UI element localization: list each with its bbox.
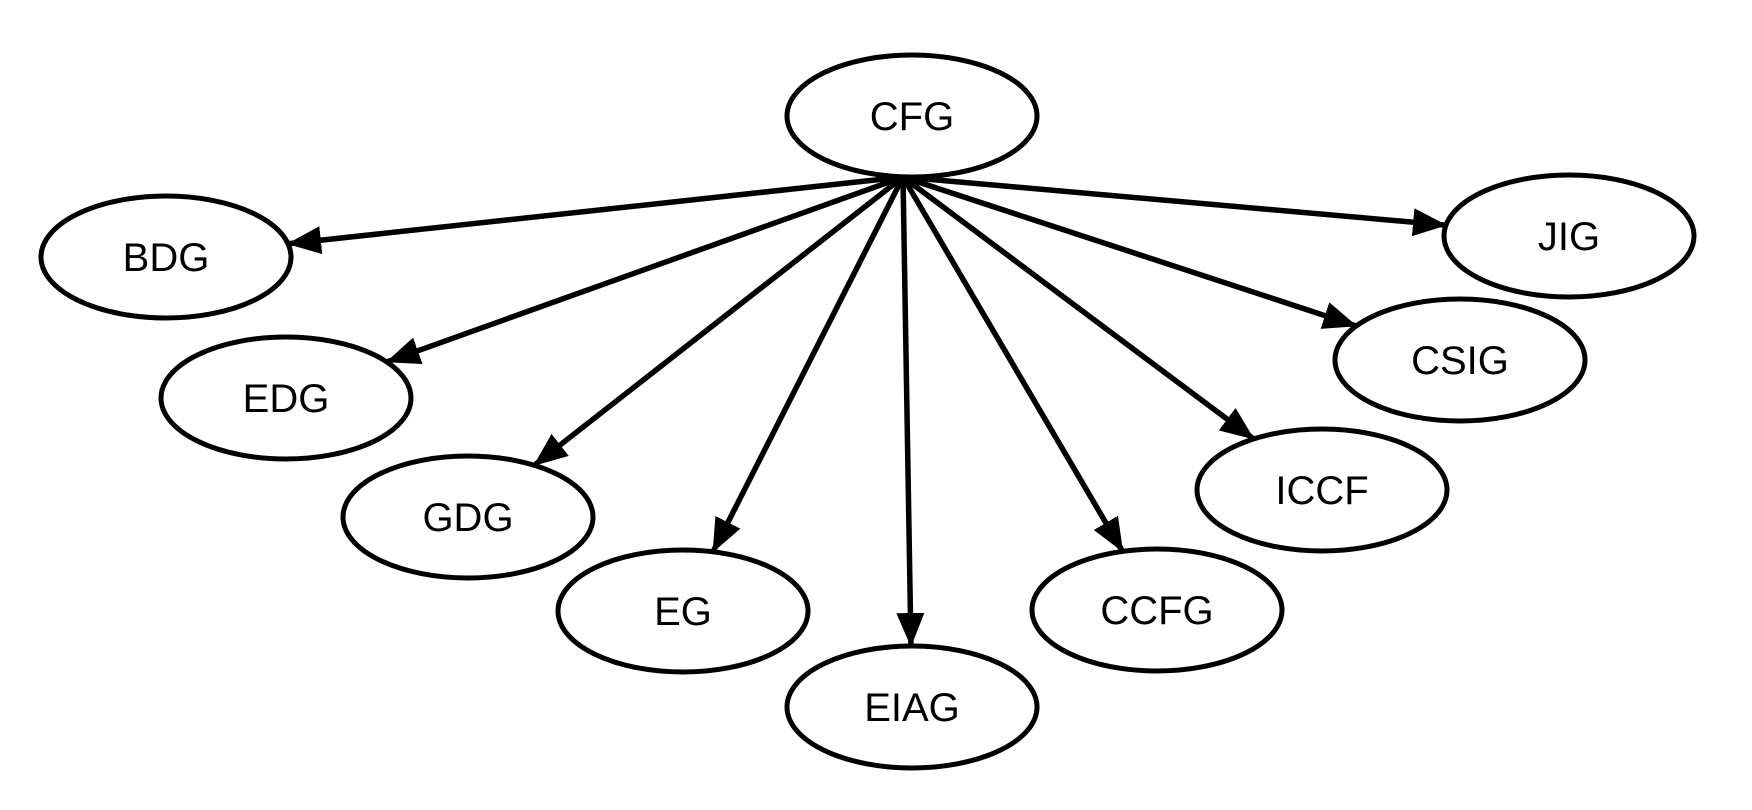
edge-CFG-BDG	[287, 174, 904, 255]
node-ellipse-EDG	[158, 334, 414, 462]
graph-node-CCFG: CCFG	[1029, 546, 1285, 674]
edge-CFG-CCFG	[900, 175, 1125, 553]
edge-CFG-JIG	[902, 174, 1448, 237]
edge-CFG-EIAG	[896, 176, 925, 648]
edge-CFG-CSIG	[902, 174, 1358, 329]
node-label-CCFG: CCFG	[1100, 589, 1213, 633]
node-ellipse-CSIG	[1332, 296, 1588, 424]
node-ellipse-GDG	[340, 453, 596, 581]
node-label-CSIG: CSIG	[1411, 339, 1509, 383]
node-ellipse-EG	[555, 547, 811, 675]
graph-node-BDG: BDG	[38, 193, 294, 321]
node-ellipse-CCFG	[1029, 546, 1285, 674]
node-label-BDG: BDG	[123, 236, 210, 280]
node-label-ICCF: ICCF	[1275, 469, 1368, 513]
graph-node-EIAG: EIAG	[784, 643, 1040, 771]
node-label-EG: EG	[654, 590, 712, 634]
edge-CFG-GDG	[532, 174, 905, 468]
graph-node-CFG: CFG	[784, 52, 1040, 180]
nodes-layer: CFG BDG EDG GDG EG EIAG CCFG ICCF CSIG JIG	[38, 52, 1697, 771]
node-label-EDG: EDG	[243, 377, 330, 421]
node-label-GDG: GDG	[422, 496, 513, 540]
node-label-EIAG: EIAG	[864, 686, 960, 730]
graph-node-JIG: JIG	[1441, 172, 1697, 300]
graph-node-ICCF: ICCF	[1194, 426, 1450, 554]
node-ellipse-JIG	[1441, 172, 1697, 300]
node-ellipse-ICCF	[1194, 426, 1450, 554]
graph-node-GDG: GDG	[340, 453, 596, 581]
edge-CFG-EDG	[385, 174, 904, 365]
node-label-JIG: JIG	[1538, 215, 1600, 259]
node-label-CFG: CFG	[870, 95, 954, 139]
node-ellipse-EIAG	[784, 643, 1040, 771]
edge-CFG-ICCF	[901, 174, 1256, 442]
graph-node-EG: EG	[555, 547, 811, 675]
node-ellipse-CFG	[784, 52, 1040, 180]
edges-layer	[287, 174, 1448, 648]
graph-node-EDG: EDG	[158, 334, 414, 462]
node-ellipse-BDG	[38, 193, 294, 321]
graph-node-CSIG: CSIG	[1332, 296, 1588, 424]
edge-CFG-EG	[710, 175, 906, 554]
